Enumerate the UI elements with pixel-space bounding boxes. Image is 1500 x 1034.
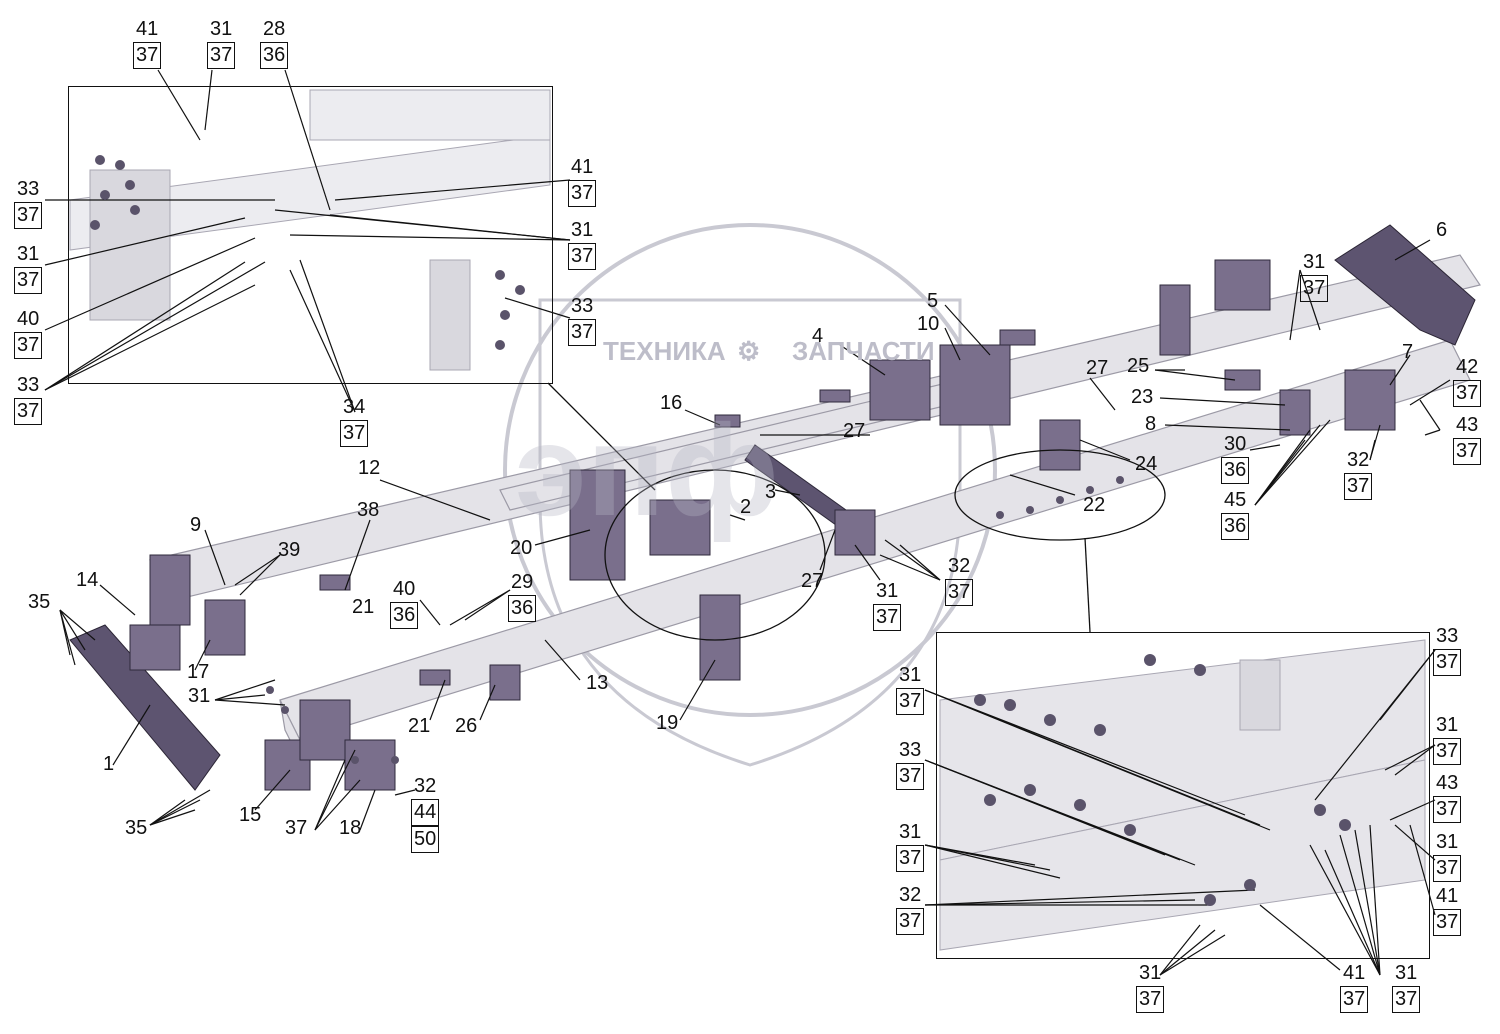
- fastener-dots: [90, 155, 1351, 906]
- brackets: [129, 259, 1396, 791]
- callout-35-a: 35: [28, 591, 51, 613]
- watermark-shield: [503, 223, 997, 767]
- callout-19: 19: [656, 712, 679, 734]
- inset-frame-bottom-right: [936, 632, 1430, 959]
- watermark-gear-icon: ⚙: [737, 336, 761, 366]
- callout-8: 8: [1145, 413, 1157, 435]
- callout-22: 22: [1083, 494, 1106, 516]
- callout-27-a: 27: [1086, 357, 1109, 379]
- callout-3: 3: [765, 481, 777, 503]
- watermark-text-right: ЗАПЧАСТИ: [792, 336, 935, 366]
- leader-lines: [44, 69, 1451, 976]
- callout-27-b: 27: [843, 420, 866, 442]
- callout-35-b: 35: [125, 817, 148, 839]
- callout-38: 38: [357, 499, 380, 521]
- callout-26: 26: [455, 715, 478, 737]
- callout-21-a: 21: [352, 596, 375, 618]
- callout-1: 1: [103, 753, 115, 775]
- callout-10: 10: [917, 313, 940, 335]
- callout-25: 25: [1127, 355, 1150, 377]
- callout-18: 18: [339, 817, 362, 839]
- callout-13: 13: [586, 672, 609, 694]
- callout-15: 15: [239, 804, 262, 826]
- rear-crossmember-6: [1334, 224, 1476, 346]
- callout-12: 12: [358, 457, 381, 479]
- callout-21-b: 21: [408, 715, 431, 737]
- callout-31-plain: 31: [188, 685, 211, 707]
- callout-39: 39: [278, 539, 301, 561]
- callout-4: 4: [812, 325, 824, 347]
- callout-5: 5: [927, 290, 939, 312]
- callout-7: 7: [1402, 341, 1414, 363]
- front-bumper-1: [69, 624, 221, 791]
- callout-2: 2: [740, 496, 752, 518]
- inset-top-left-content: [69, 89, 551, 371]
- callout-20: 20: [510, 537, 533, 559]
- callout-14: 14: [76, 569, 99, 591]
- callout-9: 9: [190, 514, 202, 536]
- watermark-text-left: ТЕХНИКА: [603, 336, 726, 366]
- callout-27-c: 27: [801, 570, 824, 592]
- callout-24: 24: [1135, 453, 1158, 475]
- callout-37-plain: 37: [285, 817, 308, 839]
- watermark-logo: эпф: [515, 397, 780, 543]
- inset-frame-top-left: [68, 86, 553, 384]
- callout-16: 16: [660, 392, 683, 414]
- callout-17: 17: [187, 661, 210, 683]
- callout-6: 6: [1436, 219, 1448, 241]
- callout-23: 23: [1131, 386, 1154, 408]
